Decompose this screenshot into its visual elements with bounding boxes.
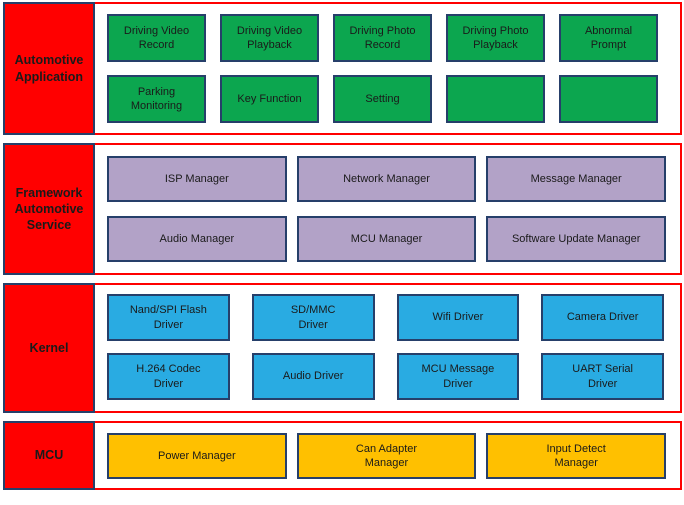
box-nand-spi-flash-driver: Nand/SPI Flash Driver (107, 294, 230, 341)
architecture-diagram: Automotive Application Driving Video Rec… (3, 2, 682, 490)
layer-boxes-mcu: Power Manager Can Adapter Manager Input … (105, 423, 680, 488)
box-network-manager: Network Manager (296, 156, 477, 202)
layer-automotive-application: Automotive Application Driving Video Rec… (3, 2, 682, 135)
box-isp-manager: ISP Manager (107, 156, 287, 202)
box-h264-codec-driver: H.264 Codec Driver (107, 353, 230, 400)
box-can-adapter-manager: Can Adapter Manager (296, 433, 477, 479)
box-audio-driver: Audio Driver (251, 353, 375, 400)
layer-label-framework-automotive-service: Framework Automotive Service (3, 143, 95, 275)
box-mcu-manager: MCU Manager (296, 216, 477, 262)
box-driving-photo-record: Driving Photo Record (333, 14, 432, 62)
box-abnormal-prompt: Abnormal Prompt (559, 14, 658, 62)
layer-boxes-kernel: Nand/SPI Flash Driver SD/MMC Driver Wifi… (105, 285, 680, 411)
layer-boxes-automotive-application: Driving Video Record Driving Video Playb… (105, 4, 680, 133)
box-driving-photo-playback: Driving Photo Playback (446, 14, 545, 62)
box-message-manager: Message Manager (486, 156, 666, 202)
box-key-function: Key Function (220, 75, 319, 123)
box-sd-mmc-driver: SD/MMC Driver (251, 294, 375, 341)
box-mcu-message-driver: MCU Message Driver (396, 353, 520, 400)
layer-label-kernel: Kernel (3, 283, 95, 413)
box-power-manager: Power Manager (107, 433, 287, 479)
box-input-detect-manager: Input Detect Manager (486, 433, 666, 479)
layer-boxes-framework-automotive-service: ISP Manager Network Manager Message Mana… (105, 145, 680, 273)
box-setting: Setting (333, 75, 432, 123)
box-driving-video-playback: Driving Video Playback (220, 14, 319, 62)
box-driving-video-record: Driving Video Record (107, 14, 206, 62)
layer-label-automotive-application: Automotive Application (3, 2, 95, 135)
box-camera-driver: Camera Driver (541, 294, 664, 341)
layer-mcu: MCU Power Manager Can Adapter Manager In… (3, 421, 682, 490)
box-audio-manager: Audio Manager (107, 216, 287, 262)
layer-label-mcu: MCU (3, 421, 95, 490)
layer-kernel: Kernel Nand/SPI Flash Driver SD/MMC Driv… (3, 283, 682, 413)
box-software-update-manager: Software Update Manager (486, 216, 666, 262)
box-empty-1 (446, 75, 545, 123)
box-wifi-driver: Wifi Driver (396, 294, 520, 341)
box-uart-serial-driver: UART Serial Driver (541, 353, 664, 400)
box-parking-monitoring: Parking Monitoring (107, 75, 206, 123)
box-empty-2 (559, 75, 658, 123)
layer-framework-automotive-service: Framework Automotive Service ISP Manager… (3, 143, 682, 275)
